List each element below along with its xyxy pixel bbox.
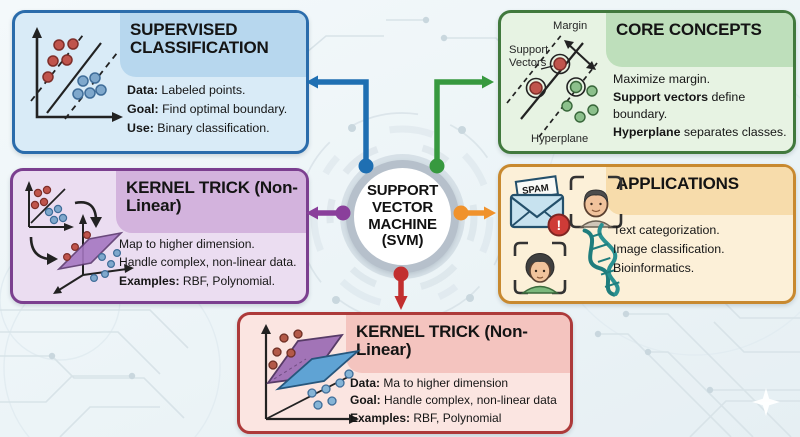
card-line: Goal: Find optimal boundary.: [127, 101, 288, 116]
card-title: APPLICATIONS: [616, 174, 739, 193]
blue-class-dots: [72, 72, 107, 100]
card-title-band: SUPERVISED CLASSIFICATION: [120, 13, 306, 77]
connector-dot-blue: [358, 158, 374, 174]
connector-dot-green: [429, 158, 445, 174]
svm-hub: SUPPORT VECTOR MACHINE (SVM): [346, 160, 459, 273]
sparkle-icon: [752, 388, 780, 416]
arrowhead-blue: [306, 75, 318, 89]
blue-class-dots: [44, 204, 68, 225]
card-title-band: CORE CONCEPTS: [606, 13, 793, 67]
connector-dot-purple: [335, 205, 351, 221]
connector-dot-orange: [453, 205, 469, 221]
red-class-dots: [30, 185, 52, 210]
card-body: Text categorization. Image classificatio…: [613, 221, 789, 278]
connector-dot-red: [393, 266, 409, 282]
card-title-band: KERNEL TRICK (Non-Linear): [116, 171, 306, 233]
spam-label: SPAM: [521, 182, 549, 197]
red-class-dots: [268, 329, 303, 370]
card-body: Map to higher dimension. Handle complex,…: [119, 235, 309, 290]
support-vector-dots: [525, 53, 586, 99]
support-vectors-label: Support: [509, 44, 549, 56]
transform-arrow: [74, 201, 98, 220]
connector-blue: [318, 79, 369, 166]
kernel-mapping-icon: [25, 181, 134, 294]
card-title: KERNEL TRICK (Non-Linear): [126, 178, 298, 216]
card-title: KERNEL TRICK (Non-Linear): [356, 322, 528, 360]
card-line: Map to higher dimension.: [119, 237, 255, 251]
hub-title-line: (SVM): [381, 232, 424, 250]
green-class-dots: [561, 85, 599, 123]
transform-arrow: [29, 236, 50, 261]
red-class-dots: [42, 38, 79, 83]
card-line: Data: Ma to higher dimension: [350, 376, 509, 390]
kernel-trick-left-card: KERNEL TRICK (Non-Linear): [10, 168, 309, 304]
card-line: Examples: RBF, Polynomial.: [119, 273, 275, 288]
alert-glyph: !: [557, 217, 562, 233]
margin-label: Margin: [553, 20, 587, 32]
support-vectors-label: Vectors: [509, 57, 547, 69]
hub-title-line: MACHINE: [368, 215, 437, 233]
face-recognition-man-icon: [569, 175, 623, 229]
margin-double-arrow: [566, 42, 594, 68]
card-line: Maximize margin.: [613, 72, 711, 86]
card-title: SUPERVISED CLASSIFICATION: [130, 20, 269, 58]
card-line: Bioinformatics.: [613, 260, 695, 275]
card-line: Hyperplane separates classes.: [613, 124, 787, 139]
dna-icon: [582, 222, 620, 297]
card-line: Use: Binary classification.: [127, 120, 270, 135]
hyperplane-label: Hyperplane: [531, 133, 588, 145]
kernel-trick-bottom-card: KERNEL TRICK (Non-Linear) Data: Ma t: [237, 312, 573, 434]
higher-dim-plane: [56, 231, 124, 271]
arrowhead-red: [394, 296, 408, 310]
spam-email-icon: SPAM !: [509, 175, 571, 237]
applications-card: APPLICATIONS SPAM !: [498, 164, 796, 304]
margin-hyperplane-icon: Margin Support Vectors Hyperplane: [506, 20, 599, 145]
3d-planes-icon: [261, 324, 361, 424]
blue-class-dots: [307, 369, 354, 410]
core-concepts-card: CORE CONCEPTS Margin Support: [498, 10, 796, 154]
linear-classifier-scatter-icon: [30, 27, 123, 122]
card-title-band: APPLICATIONS: [606, 167, 793, 215]
hub-title-line: SUPPORT: [366, 181, 439, 199]
arrowhead-green: [482, 75, 494, 89]
connector-green: [434, 79, 482, 166]
alert-badge-icon: [547, 213, 571, 237]
card-title-band: KERNEL TRICK (Non-Linear): [346, 315, 570, 373]
arrowhead-purple: [306, 206, 318, 220]
red-class-dots: [62, 230, 91, 261]
card-line: Handle complex, non-linear data.: [119, 255, 297, 270]
card-body: Data: Labeled points. Goal: Find optimal…: [127, 81, 305, 138]
blue-plane: [275, 349, 361, 391]
card-line: Support vectors define boundary.: [613, 89, 746, 122]
card-line: Examples: RBF, Polynomial: [350, 410, 502, 425]
card-line: Image classification.: [613, 241, 725, 256]
card-line: Text categorization.: [613, 223, 720, 237]
card-body: Data: Ma to higher dimension Goal: Handl…: [350, 375, 568, 427]
supervised-classification-card: SUPERVISED CLASSIFICATION Data: Labeled …: [12, 10, 309, 154]
face-recognition-woman-icon: [513, 241, 567, 295]
card-line: Goal: Handle complex, non-linear data: [350, 393, 557, 408]
arrowhead-orange: [484, 206, 496, 220]
hub-title-line: VECTOR: [371, 198, 434, 216]
applications-icons: SPAM !: [509, 175, 623, 297]
card-body: Maximize margin. Support vectors define …: [613, 71, 789, 141]
blue-class-dots: [89, 248, 121, 282]
card-title: CORE CONCEPTS: [616, 20, 762, 39]
card-line: Data: Labeled points.: [127, 83, 246, 97]
